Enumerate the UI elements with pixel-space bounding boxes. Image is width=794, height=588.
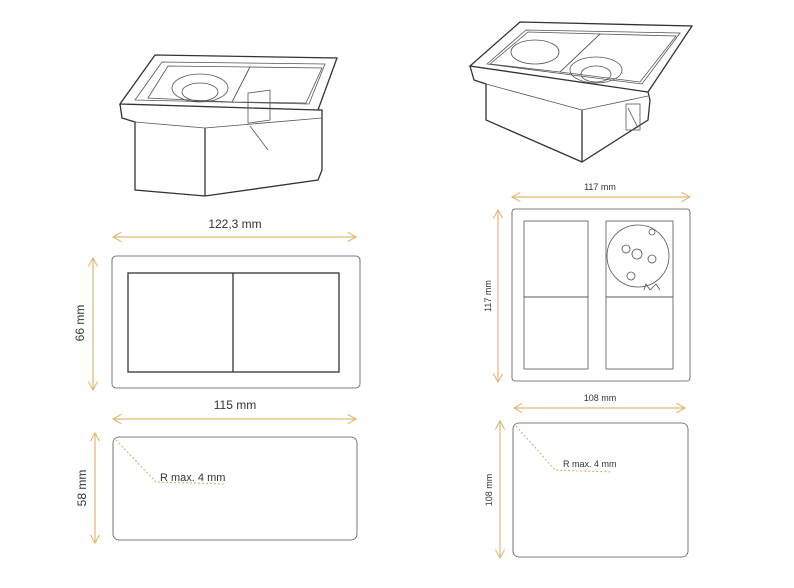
double-unit-cutout: 108 mm 108 mm R max. 4 mm	[484, 393, 689, 558]
cutout-width-label: 108 mm	[584, 393, 617, 403]
single-unit-top-view: 122,3 mm 66 mm	[73, 217, 361, 390]
corner-radius-label: R max. 4 mm	[160, 472, 225, 484]
single-unit-cutout: 115 mm 58 mm R max. 4 mm	[75, 398, 358, 543]
cutout-height-label: 108 mm	[484, 474, 494, 507]
double-unit-isometric	[468, 21, 694, 163]
cutout-width-label: 115 mm	[214, 398, 256, 412]
cutout-height-label: 58 mm	[75, 470, 89, 507]
outer-height-label: 66 mm	[73, 305, 87, 342]
corner-radius-label: R max. 4 mm	[563, 459, 617, 469]
single-unit-isometric	[118, 54, 338, 197]
socket-icon	[606, 224, 670, 291]
outer-width-label: 117 mm	[584, 182, 616, 192]
double-unit-top-view: 117 mm 117 mm	[483, 182, 690, 382]
outer-height-label: 117 mm	[483, 280, 493, 312]
outer-width-label: 122,3 mm	[208, 217, 261, 231]
